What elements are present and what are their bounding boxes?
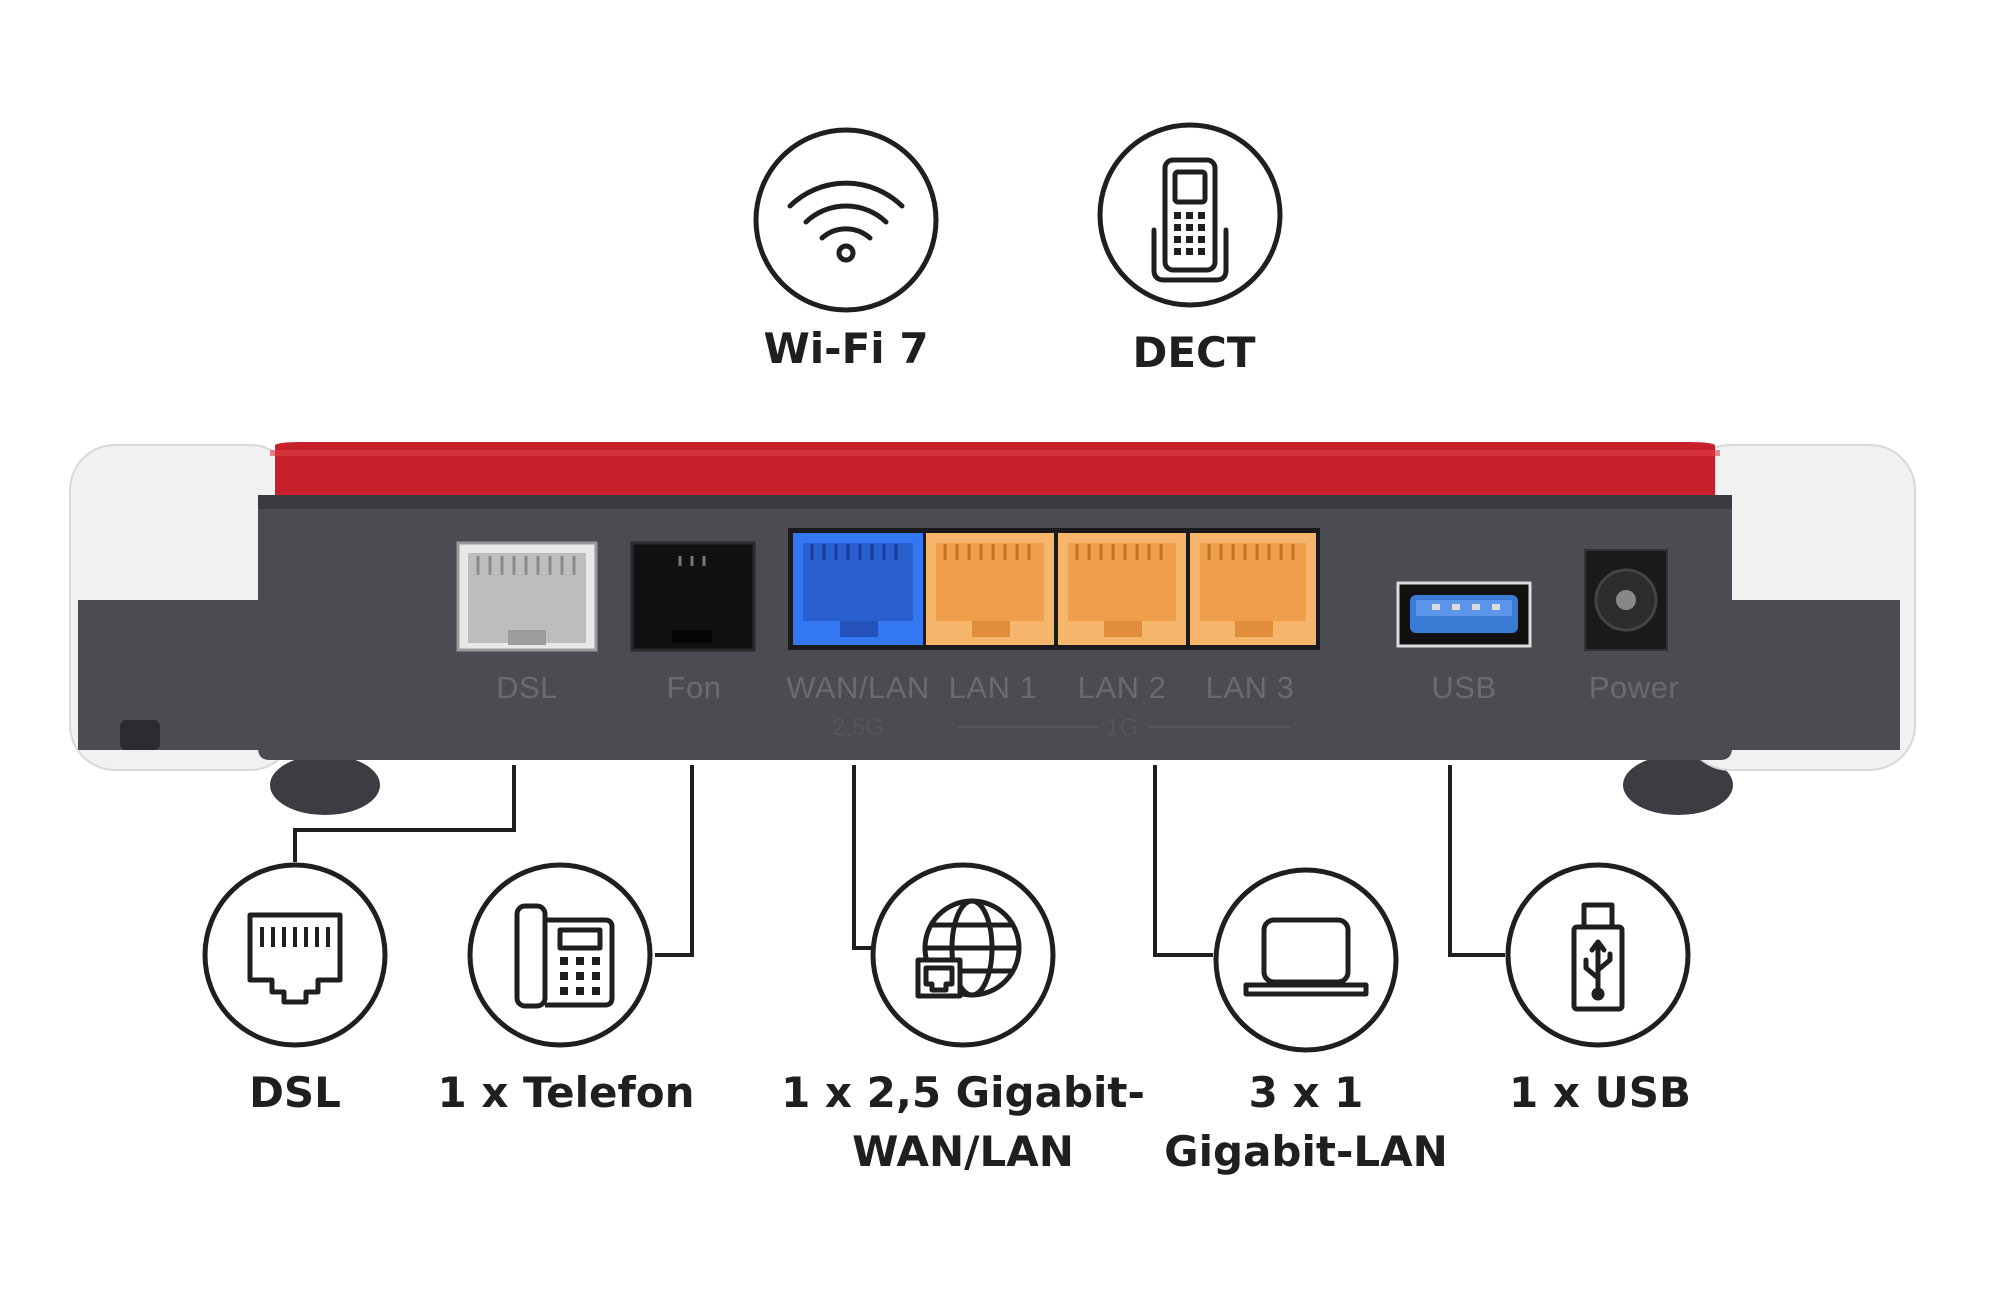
connector-lan (1153, 765, 1213, 957)
feature-label-lan-line-2: Gigabit-LAN (1164, 1127, 1448, 1176)
feature-label-dsl: DSL (249, 1068, 341, 1117)
feature-gigabit-lan: 3 x 1 Gigabit-LAN (1164, 867, 1448, 1176)
speed-label-lan: 1G (1106, 714, 1138, 741)
feature-dect: DECT (1097, 122, 1283, 377)
connector-usb (1448, 765, 1505, 957)
laptop-icon (1243, 917, 1369, 997)
connector-dsl (293, 765, 516, 862)
port-label-fon: Fon (667, 670, 722, 705)
feature-label-wifi: Wi-Fi 7 (763, 324, 928, 373)
ethernet-port-icon (247, 912, 343, 1005)
port-label-dsl: DSL (496, 670, 558, 705)
port-dsl (456, 541, 598, 652)
feature-telefon: 1 x Telefon (437, 862, 695, 1117)
port-group-lan (788, 528, 1320, 650)
port-lan-2 (1058, 533, 1186, 645)
port-label-usb: USB (1431, 670, 1496, 705)
connector-lines (293, 765, 1505, 957)
desk-phone-icon (514, 903, 615, 1009)
dect-handset-icon (1151, 157, 1229, 283)
port-label-lan-1: LAN 1 (949, 670, 1038, 705)
feature-label-dect: DECT (1132, 328, 1255, 377)
connector-telefon (655, 765, 694, 957)
usb-stick-icon (1571, 902, 1625, 1012)
feature-wan-lan: 1 x 2,5 Gigabit- WAN/LAN (781, 862, 1145, 1176)
wifi-icon (787, 180, 905, 263)
feature-wifi: Wi-Fi 7 (753, 127, 939, 373)
router-top-cover (275, 442, 1715, 500)
feature-label-lan-line-1: 3 x 1 (1249, 1068, 1364, 1117)
feature-label-wan-lan-line-1: 1 x 2,5 Gigabit- (781, 1068, 1145, 1117)
feature-label-wan-lan-line-2: WAN/LAN (852, 1127, 1074, 1176)
feature-usb: 1 x USB (1505, 862, 1691, 1117)
router-back-panel: DSL Fon WAN/LAN LAN 1 LAN 2 LAN 3 USB Po… (69, 442, 1916, 815)
port-lan-3 (1190, 533, 1316, 645)
port-label-wan-lan: WAN/LAN (786, 670, 930, 705)
port-fon (630, 541, 756, 652)
feature-dsl: DSL (202, 862, 388, 1117)
port-label-power: Power (1589, 670, 1679, 705)
port-wan-lan (793, 533, 923, 645)
port-label-lan-3: LAN 3 (1206, 670, 1295, 705)
port-power (1584, 549, 1668, 651)
port-usb (1396, 581, 1532, 648)
feature-label-telefon: 1 x Telefon (437, 1068, 694, 1117)
connector-wan (852, 765, 873, 950)
router-foot-right (1623, 755, 1733, 815)
feature-label-usb: 1 x USB (1509, 1068, 1691, 1117)
router-foot-left (270, 755, 380, 815)
speed-label-wan: 2,5G (832, 714, 884, 741)
port-lan-1 (926, 533, 1054, 645)
port-label-lan-2: LAN 2 (1078, 670, 1167, 705)
globe-network-icon (915, 898, 1022, 999)
